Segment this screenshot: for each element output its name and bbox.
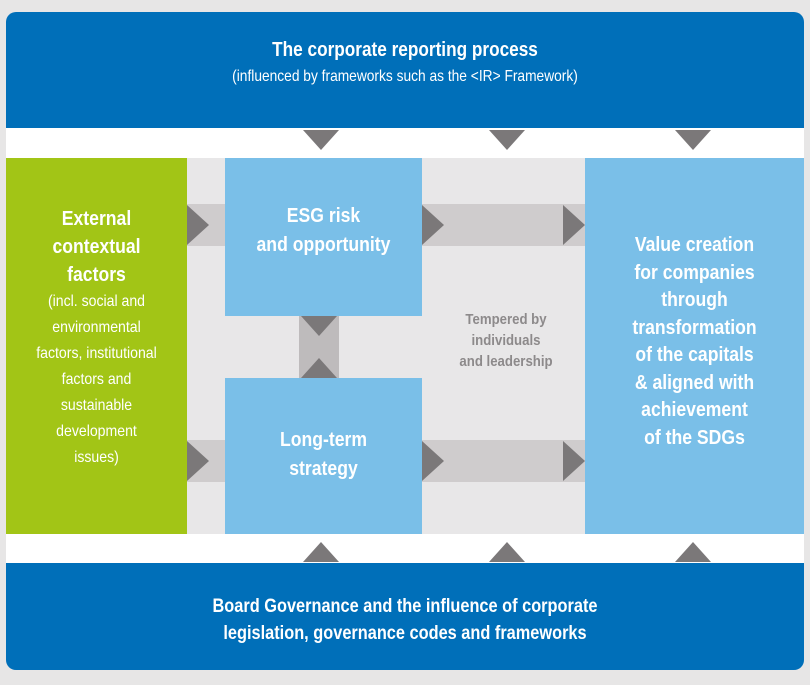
up-arrow-icon [675, 542, 711, 562]
right-arrow-icon [563, 441, 585, 481]
right-arrow-icon [187, 441, 209, 481]
external-factors-box: External contextual factors (incl. socia… [6, 158, 187, 534]
header-title: The corporate reporting process [272, 39, 538, 61]
down-arrow-icon [303, 130, 339, 150]
up-arrow-icon [303, 542, 339, 562]
right-arrow-icon [422, 205, 444, 245]
right-arrow-icon [187, 205, 209, 245]
up-arrow-icon [301, 358, 337, 378]
value-creation-box: Value creation for companies through tra… [585, 158, 804, 534]
external-factors-title: External contextual factors [52, 208, 141, 286]
vertical-connector [299, 316, 339, 378]
down-arrow-icon [301, 316, 337, 336]
tempered-note: Tempered by individuals and leadership [459, 311, 553, 370]
external-factors-detail: (incl. social and environmental factors,… [36, 293, 157, 466]
up-arrow-icon [489, 542, 525, 562]
diagram-panel: The corporate reporting process (influen… [6, 12, 804, 670]
long-term-strategy-box: Long-term strategy [225, 378, 422, 534]
esg-risk-box: ESG risk and opportunity [225, 158, 422, 316]
right-arrow-icon [563, 205, 585, 245]
down-arrow-icon [675, 130, 711, 150]
bottom-arrow-band [6, 534, 804, 563]
header-subtitle: (influenced by frameworks such as the <I… [232, 68, 578, 85]
reporting-process-header: The corporate reporting process (influen… [6, 12, 804, 128]
top-arrow-band [6, 128, 804, 158]
right-arrow-icon [422, 441, 444, 481]
board-governance-footer: Board Governance and the influence of co… [6, 563, 804, 670]
down-arrow-icon [489, 130, 525, 150]
